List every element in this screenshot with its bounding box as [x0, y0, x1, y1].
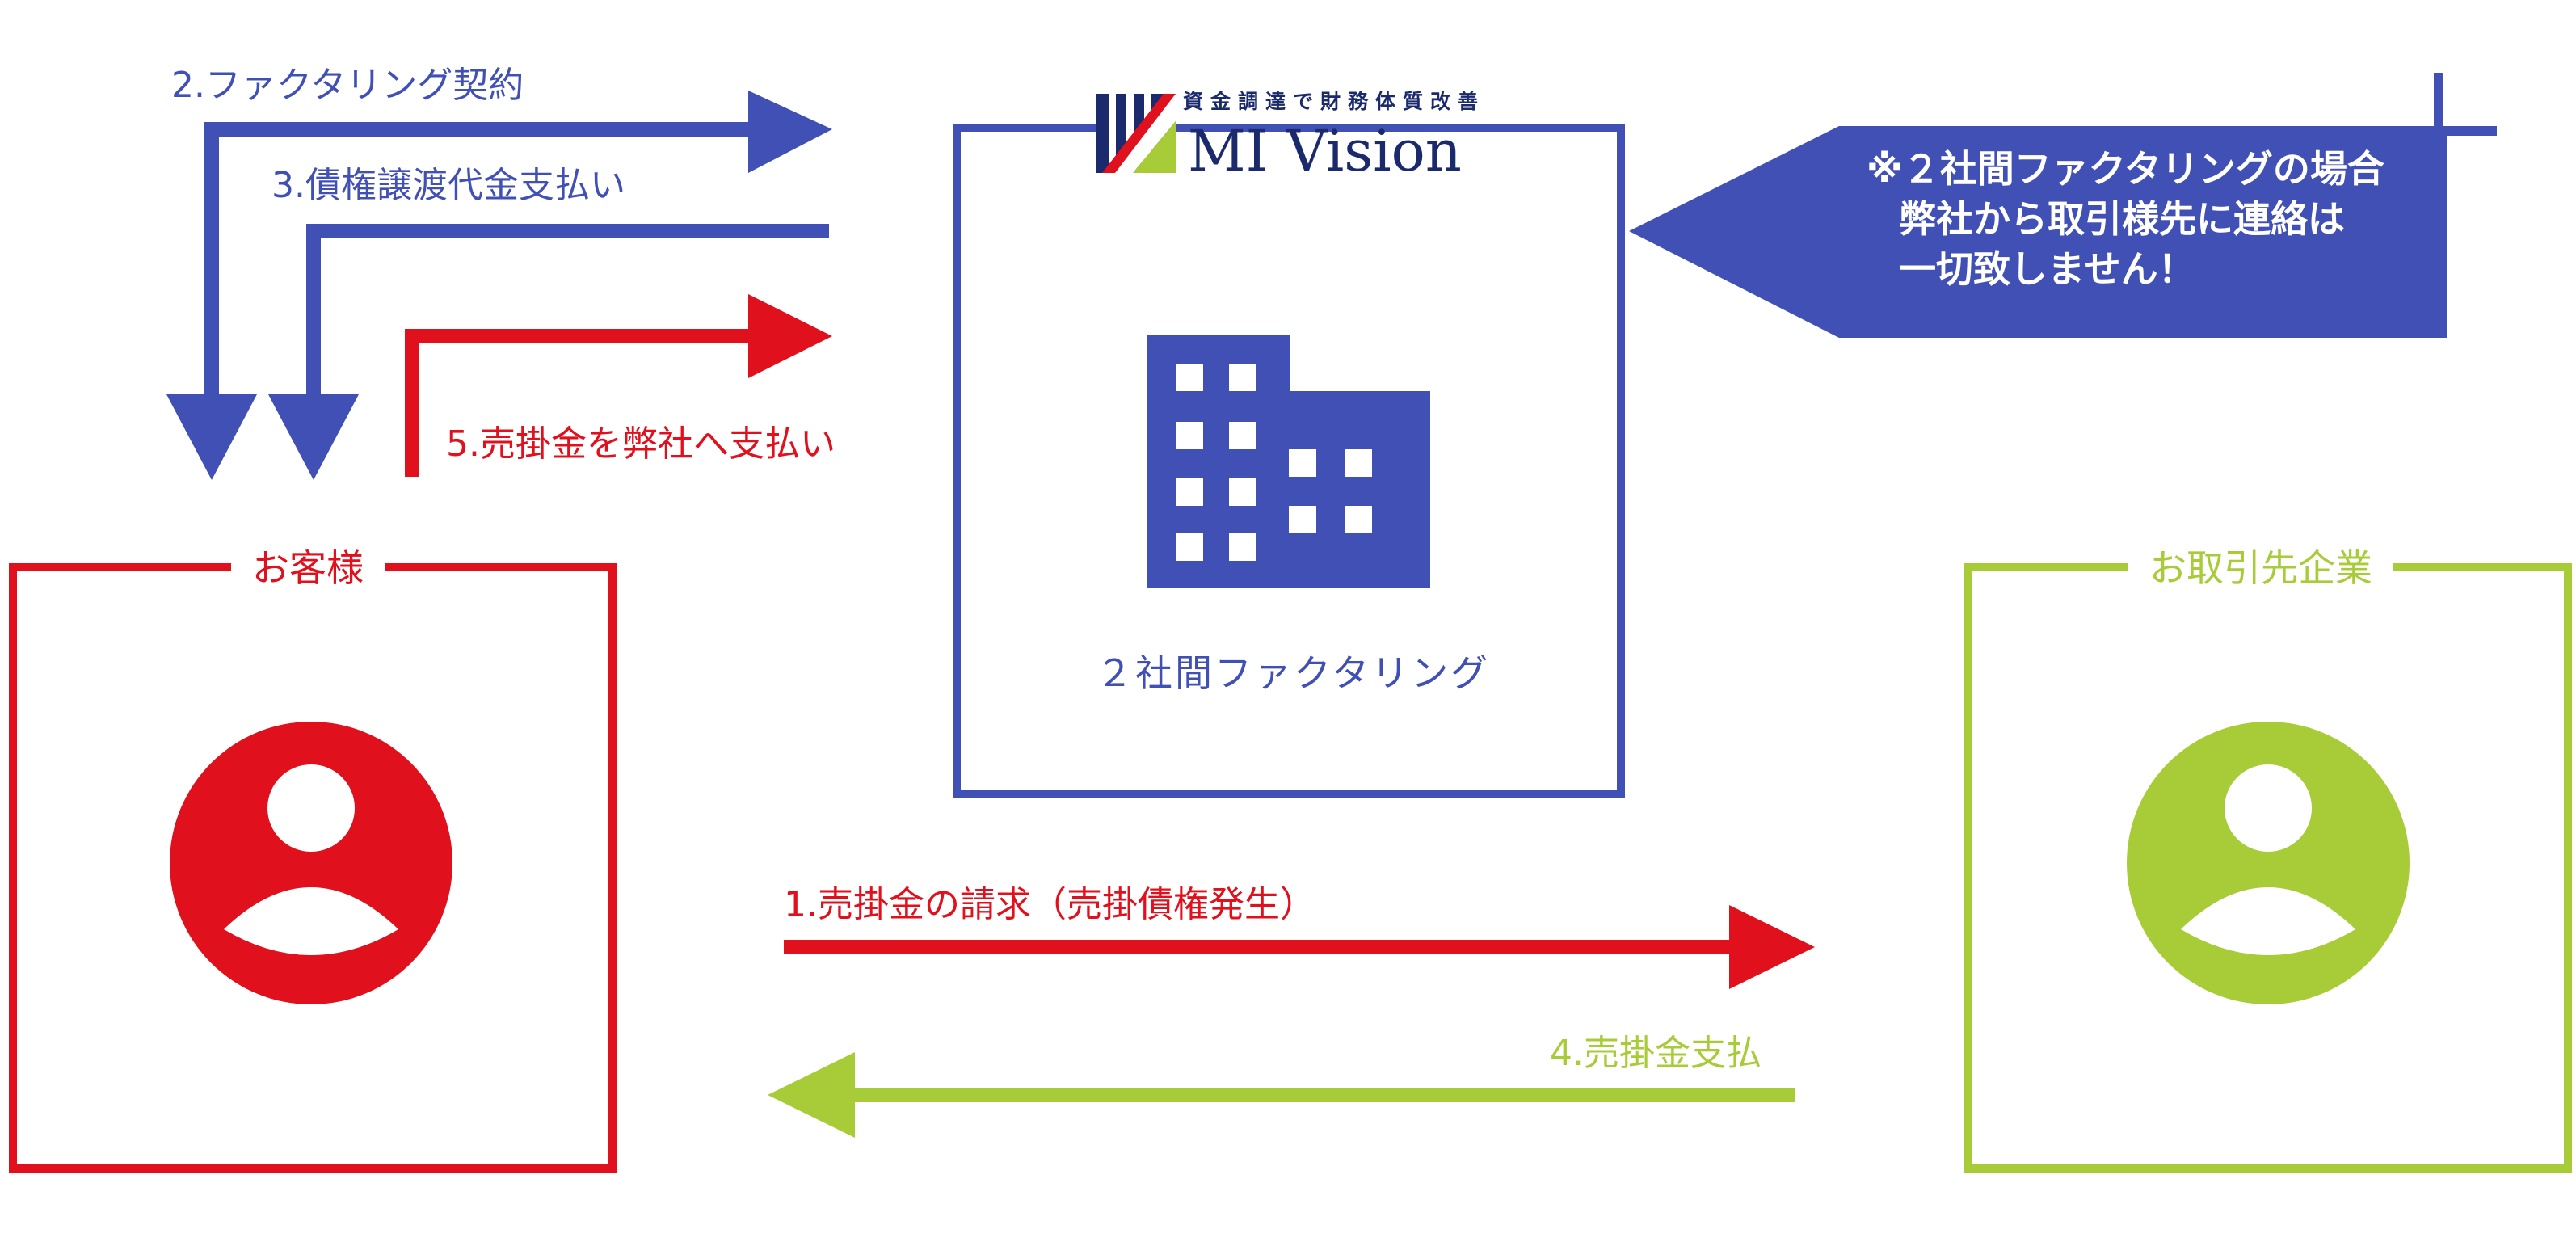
note-text: ※２社間ファクタリングの場合 弊社から取引様先に連絡は 一切致しません！: [1867, 144, 2384, 294]
logo-tagline: 資金調達で財務体質改善: [1183, 90, 1486, 113]
step5-arrow: [405, 294, 832, 477]
logo-name: MI Vision: [1188, 118, 1462, 184]
partner-person-icon: [2127, 722, 2410, 1004]
step4-label: 4.売掛金支払: [1550, 1033, 1762, 1074]
step4-arrow: [768, 1052, 1795, 1138]
mi-vision-box: [953, 124, 1625, 798]
step1-arrow: [784, 905, 1815, 989]
step3-arrow: [268, 224, 829, 480]
step3-label: 3.債権譲渡代金支払い: [271, 165, 625, 206]
note-callout: [1629, 73, 2497, 338]
note-line-1: ※２社間ファクタリングの場合: [1867, 147, 2384, 191]
center-box-label: ２社間ファクタリング: [1096, 651, 1491, 695]
building-icon: [1147, 335, 1430, 588]
note-line-2: 弊社から取引様先に連絡は: [1899, 197, 2345, 242]
customer-person-icon: [170, 722, 452, 1004]
partner-box-label: お取引先企業: [2128, 549, 2393, 587]
step5-label: 5.売掛金を弊社へ支払い: [446, 423, 836, 465]
step1-label: 1.売掛金の請求（売掛債権発生）: [784, 884, 1315, 925]
mi-vision-logo-icon: [1096, 94, 1176, 173]
step2-arrow: [166, 91, 832, 480]
note-line-3: 一切致しません！: [1899, 247, 2195, 292]
customer-box-label: お客様: [231, 549, 385, 587]
step2-label: 2.ファクタリング契約: [171, 65, 524, 106]
